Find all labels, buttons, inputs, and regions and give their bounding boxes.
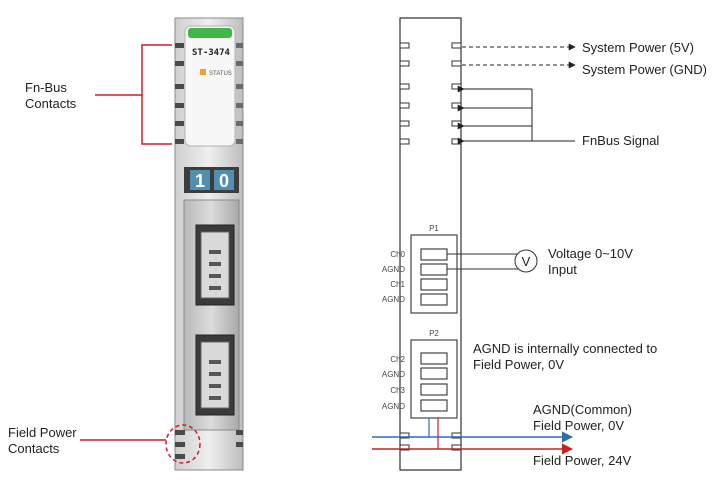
voltage-label-line2: Input — [548, 262, 577, 277]
p2-pin-agnd2: AGND — [382, 402, 405, 411]
status-text: STATUS — [209, 71, 232, 77]
schematic-left-notches — [399, 42, 410, 451]
module-right-notches — [236, 43, 243, 144]
connector-upper-pins — [209, 250, 221, 290]
field-power-callout — [80, 424, 201, 464]
connector-lower-pins — [209, 360, 221, 400]
digit-1: 1 — [195, 171, 205, 191]
p2-pin-ch3: Ch3 — [390, 386, 405, 395]
status-led — [200, 69, 206, 75]
fnbus-signal-label: FnBus Signal — [582, 133, 659, 148]
fnbus-label-line1: Fn-Bus — [25, 80, 67, 95]
fnbus-signal-lines — [457, 85, 575, 145]
p2-pin-ch2: Ch2 — [390, 355, 405, 364]
p1-block — [410, 234, 458, 314]
p2-block — [410, 339, 458, 419]
sysgnd-label: System Power (GND) — [582, 62, 707, 77]
p1-pin-ch1: Ch1 — [390, 280, 405, 289]
module-illustration: ST-3474 STATUS 1 0 — [174, 17, 244, 471]
module-model-text: ST-3474 — [192, 48, 231, 58]
voltmeter-wiring — [447, 249, 538, 273]
field-label-line2: Contacts — [8, 441, 60, 456]
sys5v-label: System Power (5V) — [582, 40, 694, 55]
digit-1-bg — [190, 170, 210, 190]
fnbus-contacts — [175, 43, 184, 144]
agnd-common-line2: Field Power, 0V — [533, 418, 624, 433]
p1-title: P1 — [429, 224, 439, 233]
fnbus-callout — [95, 44, 172, 145]
p1-pin-agnd2: AGND — [382, 295, 405, 304]
note-line1: AGND is internally connected to — [473, 341, 657, 356]
field-power-contacts — [175, 430, 243, 459]
voltage-label-line1: Voltage 0~10V — [548, 246, 633, 261]
p1-pin-agnd1: AGND — [382, 265, 405, 274]
note-line2: Field Power, 0V — [473, 357, 564, 372]
fnbus-label-line2: Contacts — [25, 96, 77, 111]
digit-0-bg — [214, 170, 234, 190]
agnd-common-line1: AGND(Common) — [533, 402, 632, 417]
digit-0: 0 — [219, 171, 229, 191]
field-label-line1: Field Power — [8, 425, 77, 440]
p2-title: P2 — [429, 329, 439, 338]
module-label-area — [184, 25, 236, 147]
module-header-strip — [188, 28, 232, 38]
p1-pin-ch0: Ch0 — [390, 250, 405, 259]
p2-pin-agnd1: AGND — [382, 370, 405, 379]
schematic-right-notches — [451, 42, 462, 451]
field24-label: Field Power, 24V — [533, 453, 632, 468]
voltmeter-symbol: V — [522, 254, 531, 269]
schematic-outline — [399, 17, 462, 471]
